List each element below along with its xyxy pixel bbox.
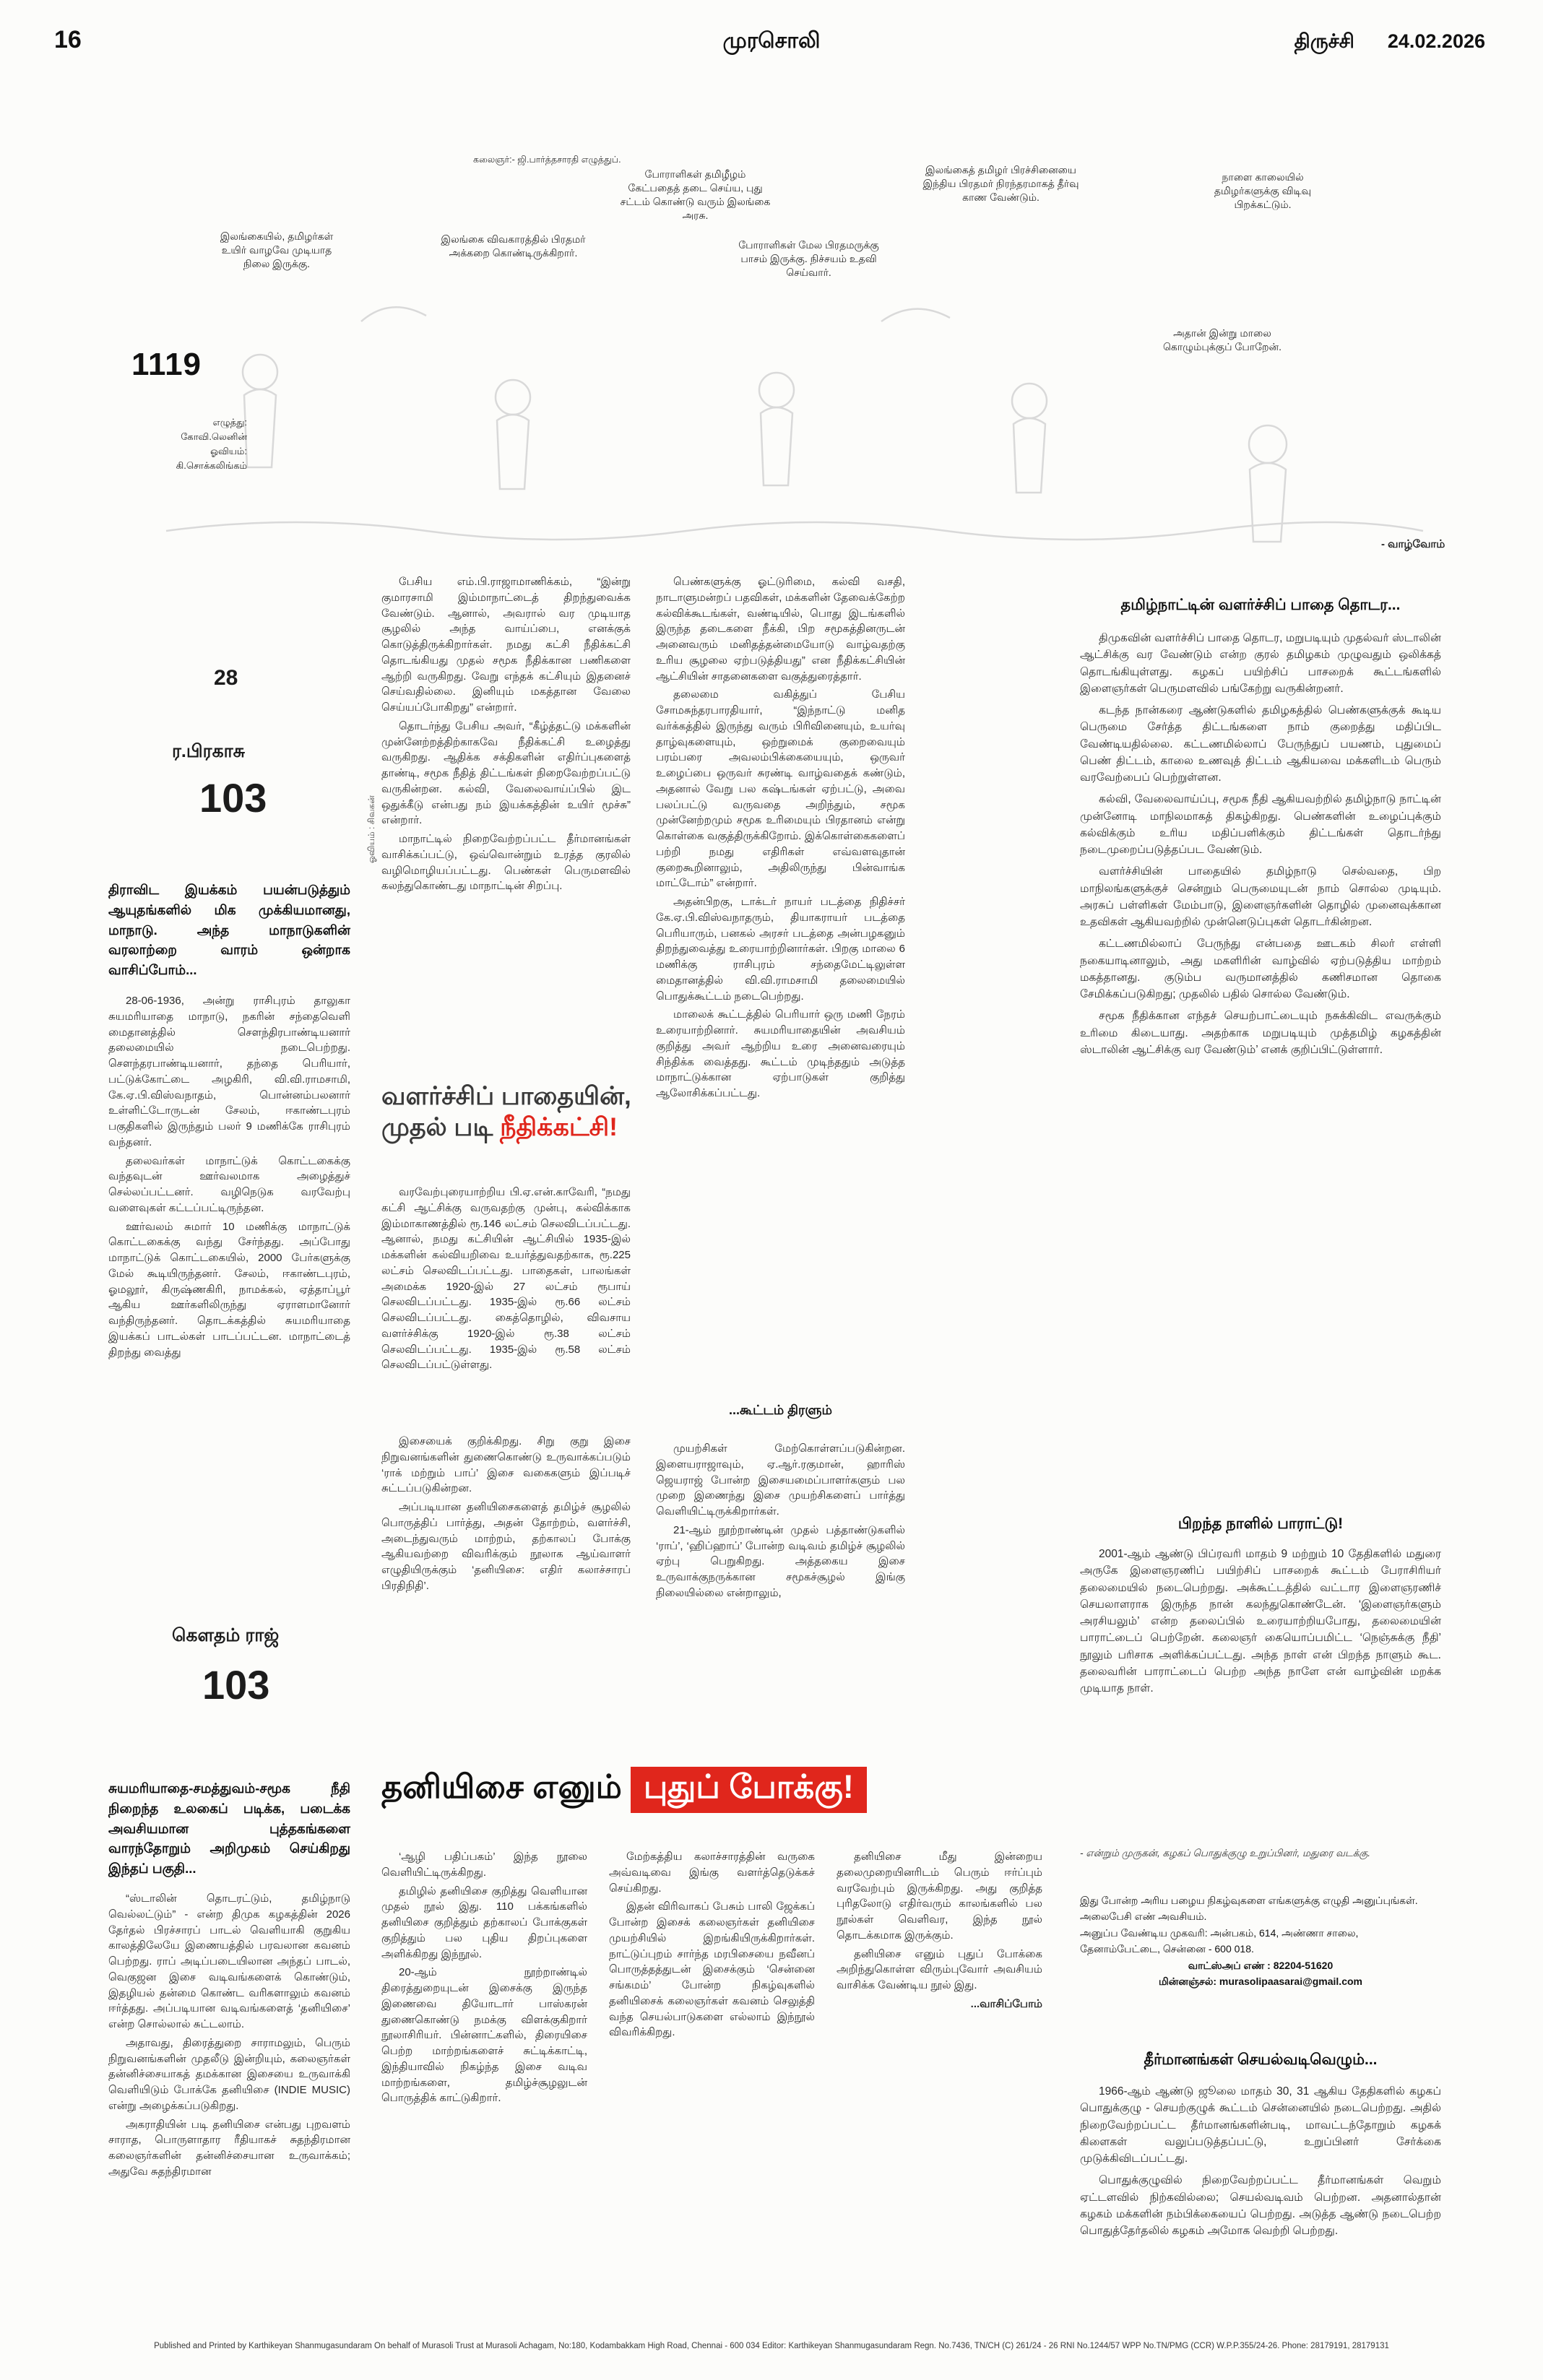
paragraph: தலைவர்கள் மாநாட்டுக் கொட்டகைக்கு வந்தவுட… <box>108 1154 350 1214</box>
paragraph: மாநாட்டில் நிறைவேற்றப்பட்ட தீர்மானங்கள் … <box>381 833 631 893</box>
paragraph: கட்டணமில்லாப் பேருந்து என்பதை ஊடகம் சிலர… <box>1080 938 1441 1000</box>
main-headline-red: புதுப் போக்கு! <box>630 1767 867 1813</box>
contact-whatsapp: வாட்ஸ்அப் எண் : 82204-51620 <box>1188 1959 1334 1971</box>
paragraph: அதாவது, திரைத்துறை சாராமலும், பெரும் நிற… <box>108 2036 350 2112</box>
paragraph: “ஸ்டாலின் தொடரட்டும், தமிழ்நாடு வெல்லட்ட… <box>108 1892 350 2030</box>
paragraph: தனியிசை எனும் புதுப் போக்கை அறிந்துகொள்ள… <box>837 1947 1042 1992</box>
music-column-b: மேற்கத்திய கலாச்சாரத்தின் வருகை அவ்வடிவை… <box>609 1849 815 2043</box>
contact-email: மின்னஞ்சல்: murasolipaasarai@gmail.com <box>1159 1975 1362 1987</box>
byline-prakasu: ர.பிரகாசு <box>172 741 245 761</box>
music-column-a: ‘ஆழி பதிப்பகம்’ இந்த நூலை வெளியிட்டிருக்… <box>381 1849 587 2109</box>
paragraph: பொதுக்குழுவில் நிறைவேற்றப்பட்ட தீர்மானங்… <box>1080 2174 1441 2237</box>
paragraph: பேசிய எம்.பி.ராஜாமாணிக்கம், “இன்று குமார… <box>381 576 631 714</box>
series-number-2: 103 <box>202 1662 270 1708</box>
section-header-growth: தமிழ்நாட்டின் வளர்ச்சிப் பாதை தொடர... <box>1120 597 1401 613</box>
speech-bubble: நாளை காலையில் தமிழர்களுக்கு விடிவு பிறக்… <box>1214 171 1312 210</box>
paragraph: பெண்களுக்கு ஓட்டுரிமை, கல்வி வசதி, நாடாள… <box>656 576 905 683</box>
paragraph: அகராதியின் படி தனியிசை என்பது புறவளம் சா… <box>108 2118 350 2178</box>
paragraph: ‘ஆழி பதிப்பகம்’ இந்த நூலை வெளியிட்டிருக்… <box>381 1851 587 1879</box>
sub-headline-red: நீதிக்கட்சி! <box>500 1112 618 1141</box>
paragraph: தொடர்ந்து பேசிய அவர், “கீழ்த்தட்டு மக்கள… <box>381 719 631 827</box>
sub-headline-line1: வளர்ச்சிப் பாதையின், <box>381 1082 631 1110</box>
music-column-c: தனியிசை மீது இன்றைய தலைமுறையினரிடம் பெரு… <box>837 1849 1042 2015</box>
section-header-resolutions: தீர்மானங்கள் செயல்வடிவெழும்... <box>1144 2051 1378 2068</box>
speech-bubble: போராளிகள் தமிழீழம் கேட்பதைத் தடை செய்ய, … <box>620 168 771 221</box>
contact-invite: இது போன்ற அரிய பழைய நிகழ்வுகளை எங்களுக்க… <box>1080 1895 1418 1923</box>
paragraph: 2001-ஆம் ஆண்டு பிப்ரவரி மாதம் 9 மற்றும் … <box>1080 1548 1441 1695</box>
music-column-pre-b: முயற்சிகள் மேற்கொள்ளப்படுகின்றன. இளையராஜ… <box>656 1441 905 1604</box>
paragraph: 21-ஆம் நூற்றாண்டின் முதல் பத்தாண்டுகளில்… <box>656 1523 905 1599</box>
page-number: 16 <box>54 26 82 53</box>
sub-headline-line2: முதல் படி <box>381 1112 501 1141</box>
cartoon-signoff: - வாழ்வோம் <box>1381 538 1445 550</box>
birthday-article-body: 2001-ஆம் ஆண்டு பிப்ரவரி மாதம் 9 மற்றும் … <box>1080 1546 1441 1702</box>
paragraph: மாலைக் கூட்டத்தில் பெரியார் ஒரு மணி நேரம… <box>656 1008 905 1099</box>
issue-date: 24.02.2026 <box>1387 30 1485 52</box>
article-intro: திராவிட இயக்கம் பயன்படுத்தும் ஆயுதங்களில… <box>108 882 350 977</box>
music-column-1: “ஸ்டாலின் தொடரட்டும், தமிழ்நாடு வெல்லட்ட… <box>108 1891 350 2183</box>
paragraph: கடந்த நான்கரை ஆண்டுகளில் தமிழகத்தில் பெண… <box>1080 704 1441 784</box>
resolutions-article-body: 1966-ஆம் ஆண்டு ஜூலை மாதம் 30, 31 ஆகிய தே… <box>1080 2083 1441 2244</box>
main-headline-black: தனியிசை எனும் <box>381 1768 622 1805</box>
paragraph: மேற்கத்திய கலாச்சாரத்தின் வருகை அவ்வடிவை… <box>609 1851 815 1895</box>
paragraph: தமிழில் தனியிசை குறித்து வெளியான முதல் ந… <box>381 1884 587 1960</box>
paragraph: தலைமை வகித்துப் பேசிய சோமசுந்தரபாரதியார்… <box>656 688 905 890</box>
speech-bubble: போராளிகள் மேல பிரதமருக்கு பாசம் இருக்கு.… <box>738 239 879 278</box>
paragraph: வளர்ச்சியின் பாதையில் தமிழ்நாடு செல்வதை,… <box>1080 865 1441 928</box>
cartoon-art <box>165 306 1424 543</box>
music-column-pre-a: இசையைக் குறிக்கிறது. சிறு குறு இசை நிறுவ… <box>381 1434 631 1597</box>
main-headline: தனியிசை எனும் புதுப் போக்கு! <box>381 1767 867 1813</box>
paragraph: தனியிசை மீது இன்றைய தலைமுறையினரிடம் பெரு… <box>837 1851 1042 1942</box>
paragraph: முயற்சிகள் மேற்கொள்ளப்படுகின்றன. இளையராஜ… <box>656 1442 905 1518</box>
series-number: 103 <box>199 775 267 821</box>
paragraph: அதன்பிறகு, டாக்டர் நாயர் படத்தை நிதிச்சர… <box>656 896 905 1003</box>
paragraph: கல்வி, வேலைவாய்ப்பு, சமூக நீதி ஆகியவற்றி… <box>1080 793 1441 856</box>
section-header-birthday: பிறந்த நாளில் பாராட்டு! <box>1177 1515 1344 1532</box>
cartoon-artist-credit: கலைஞர்:- ஜி.பார்த்தசாரதி எழுத்துப். <box>473 155 621 165</box>
byline-gautham-raj: கௌதம் ராஜ் <box>172 1625 280 1645</box>
paragraph: ஊர்வலம் சுமார் 10 மணிக்கு மாநாட்டுக் கொட… <box>108 1220 350 1359</box>
conference-column-1: 28-06-1936, அன்று ராசிபுரம் தாலுகா சுயமர… <box>108 993 350 1363</box>
paragraph: 1966-ஆம் ஆண்டு ஜூலை மாதம் 30, 31 ஆகிய தே… <box>1080 2085 1441 2165</box>
paragraph: சமூக நீதிக்கான எந்தச் செயற்பாட்டையும் நச… <box>1080 1010 1441 1056</box>
review-intro: சுயமரியாதை-சமத்துவம்-சமூக நீதி நிறைந்த உ… <box>108 1780 350 1876</box>
speech-bubble: இலங்கை விவகாரத்தில் பிரதமர் அக்கறை கொண்ட… <box>441 233 586 259</box>
contact-box: இது போன்ற அரிய பழைய நிகழ்வுகளை எங்களுக்க… <box>1080 1892 1441 1989</box>
imprint-line: Published and Printed by Karthikeyan Sha… <box>154 2342 1389 2350</box>
cartoon-writer-credits: எழுத்து: கோவி.லெனின் ஓவியம்: கி.சொக்கலிங… <box>176 417 247 472</box>
paragraph: திமுகவின் வளர்ச்சிப் பாதை தொடர, மறுபடியு… <box>1080 632 1441 695</box>
illustrator-credit-vertical: ஓவியம் : சிவகன் <box>366 795 376 863</box>
sub-headline: வளர்ச்சிப் பாதையின், முதல் படி நீதிக்கட்… <box>381 1081 656 1143</box>
paragraph: வரவேற்புரையாற்றிய பி.ஏ.என்.காவேரி, “நமது… <box>381 1186 631 1372</box>
cartoon-series-number: 1119 <box>131 347 202 382</box>
teaser-header: ...கூட்டம் திரளும் <box>729 1403 832 1417</box>
growth-article-body: திமுகவின் வளர்ச்சிப் பாதை தொடர, மறுபடியு… <box>1080 630 1441 1063</box>
paragraph: இதன் விரிவாகப் பேசும் பாலி ஜேக்கப் போன்ற… <box>609 1900 815 2039</box>
edition-label: திருச்சி <box>1294 30 1354 52</box>
paper-name: முரசொலி <box>722 29 821 53</box>
paragraph: 28-06-1936, அன்று ராசிபுரம் தாலுகா சுயமர… <box>108 995 350 1148</box>
contact-address: அனுப்ப வேண்டிய முகவரி: அன்பகம், 614, அண்… <box>1080 1926 1359 1955</box>
paragraph: அப்படியான தனியிசைகளைத் தமிழ்ச் சூழலில் ப… <box>381 1501 631 1592</box>
paragraph: இசையைக் குறிக்கிறது. சிறு குறு இசை நிறுவ… <box>381 1435 631 1495</box>
birthday-credit: - என்றும் முருகன், கழகப் பொதுக்குழு உறுப… <box>1080 1848 1371 1858</box>
episode-number: 28 <box>214 666 238 690</box>
paragraph: 20-ஆம் நூற்றாண்டில் திரைத்துறையுடன் இசைக… <box>381 1966 587 2105</box>
speech-bubble: இலங்கைத் தமிழர் பிரச்சினையை இந்திய பிரதம… <box>922 164 1079 203</box>
conference-column-2-top: பேசிய எம்.பி.ராஜாமாணிக்கம், “இன்று குமார… <box>381 574 631 897</box>
speech-bubble: இலங்கையில், தமிழர்கள் உயிர் வாழவே முடியா… <box>220 230 334 269</box>
speech-bubble: அதான் இன்று மாலை கொழும்புக்குப் போறேன். <box>1162 327 1282 352</box>
closing-line: ...வாசிப்போம் <box>970 1997 1042 2010</box>
masthead-right: திருச்சி 24.02.2026 <box>1295 30 1485 56</box>
conference-column-3: பெண்களுக்கு ஓட்டுரிமை, கல்வி வசதி, நாடாள… <box>656 574 905 1104</box>
conference-column-2-mid: வரவேற்புரையாற்றிய பி.ஏ.என்.காவேரி, “நமது… <box>381 1185 631 1376</box>
